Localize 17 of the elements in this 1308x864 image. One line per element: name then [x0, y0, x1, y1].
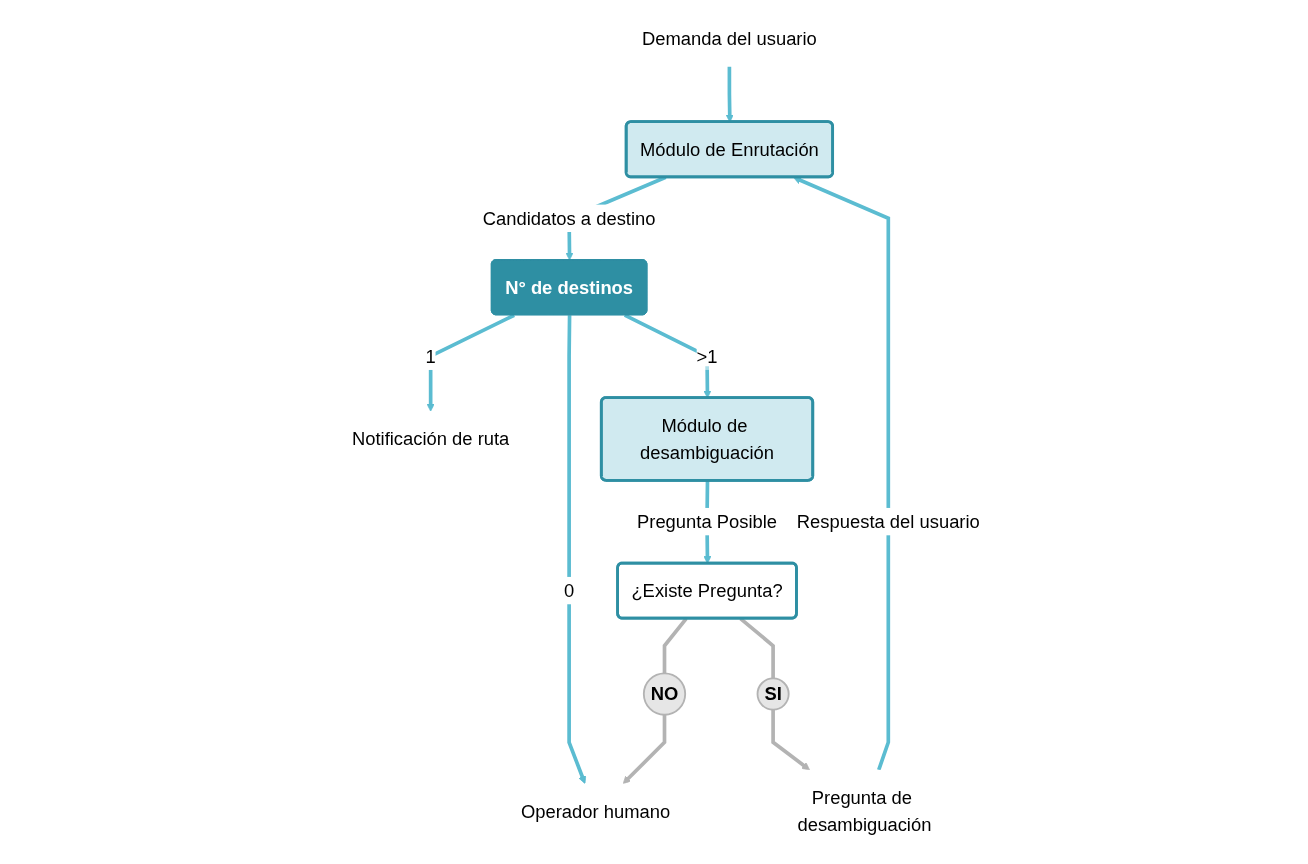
edge-label: Candidatos a destino [482, 208, 656, 229]
arrow [567, 315, 586, 785]
node-text: Notificación de ruta [351, 428, 510, 449]
node-text: Operador humano [520, 801, 671, 822]
node-circle: SI [756, 677, 790, 711]
edge-label: Pregunta Posible [636, 511, 777, 532]
node-circle: NO [642, 672, 686, 716]
arrow [426, 313, 515, 412]
arrow [622, 714, 667, 785]
edge-label: Respuesta del usuario [796, 511, 980, 532]
edge-label: >1 [696, 346, 718, 367]
edge-label: 1 [425, 346, 436, 367]
arrow [792, 176, 890, 771]
node-text: Demanda del usuario [641, 28, 817, 50]
arrow [771, 709, 810, 771]
edge-label: 0 [563, 580, 575, 601]
node-text: Pregunta de desambiguación [797, 787, 932, 836]
